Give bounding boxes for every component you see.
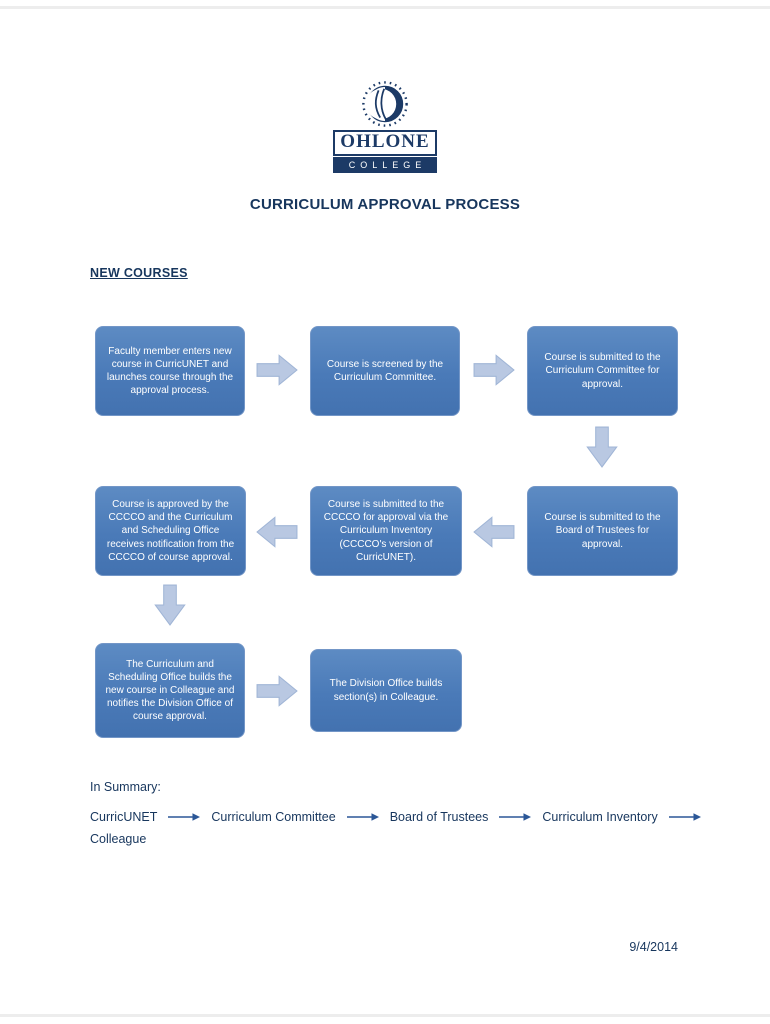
page-top-edge [0,6,770,9]
flow-box-step-7: The Curriculum and Scheduling Office bui… [95,643,245,738]
summary-step-board-of-trustees: Board of Trustees [389,810,489,824]
logo-institution-name: OHLONE [333,130,437,156]
page-title: CURRICULUM APPROVAL PROCESS [249,196,521,213]
flow-box-step-4: Course is submitted to the Board of Trus… [527,486,678,576]
summary-step-curricunet: CurricUNET [90,810,158,824]
block-arrow-right-icon [256,675,298,707]
summary-step-colleague: Colleague [90,832,147,846]
block-arrow-left-icon [256,516,298,548]
ohlone-college-logo: OHLONE COLLEGE [0,80,770,173]
ohlone-kingfisher-emblem-icon [362,81,408,127]
long-right-arrow-icon [499,813,532,821]
summary-step-curriculum-committee: Curriculum Committee [211,810,336,824]
block-arrow-down-icon [586,426,618,468]
logo-college-bar: COLLEGE [333,156,437,173]
long-right-arrow-icon [668,813,701,821]
section-heading-new-courses: NEW COURSES [90,266,188,280]
long-right-arrow-icon [168,813,201,821]
page-bottom-edge [0,1014,770,1017]
flow-box-step-3: Course is submitted to the Curriculum Co… [527,326,678,416]
summary-label: In Summary: [90,780,161,794]
long-right-arrow-icon [346,813,379,821]
flow-box-step-6: Course is approved by the CCCCO and the … [95,486,246,576]
block-arrow-down-icon [154,584,186,626]
flow-box-step-1: Faculty member enters new course in Curr… [95,326,245,416]
flow-box-step-2: Course is screened by the Curriculum Com… [310,326,460,416]
flow-box-step-5: Course is submitted to the CCCCO for app… [310,486,462,576]
block-arrow-left-icon [473,516,515,548]
flow-box-step-8: The Division Office builds section(s) in… [310,649,462,732]
block-arrow-right-icon [473,354,515,386]
footer-date: 9/4/2014 [629,940,678,954]
summary-step-curriculum-inventory: Curriculum Inventory [542,810,658,824]
summary-flow-line: CurricUNET Curriculum Committee Board of… [90,810,701,824]
block-arrow-right-icon [256,354,298,386]
